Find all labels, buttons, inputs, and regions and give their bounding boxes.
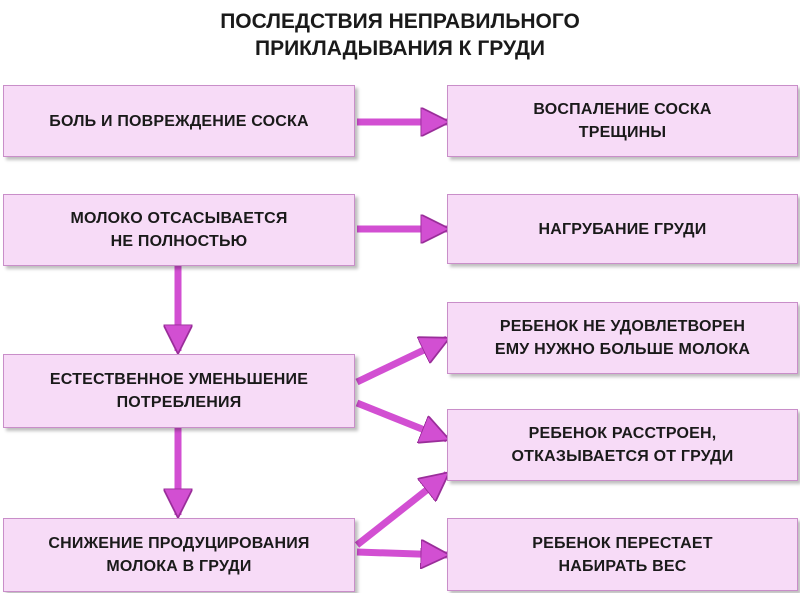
- box-text: ВОСПАЛЕНИЕ СОСКА: [533, 101, 712, 118]
- box-text: МОЛОКО ОТСАСЫВАЕТСЯ: [70, 210, 288, 227]
- box-text: РЕБЕНОК НЕ УДОВЛЕТВОРЕН: [499, 318, 746, 335]
- diagram-title: ПОСЛЕДСТВИЯ НЕПРАВИЛЬНОГО ПРИКЛАДЫВАНИЯ …: [0, 8, 800, 62]
- arrow-demand-to-upset: [355, 399, 447, 439]
- box-text: ПОТРЕБЛЕНИЯ: [116, 394, 242, 411]
- title-line-2: ПРИКЛАДЫВАНИЯ К ГРУДИ: [254, 37, 546, 60]
- box-milk-not-fully-removed: МОЛОКО ОТСАСЫВАЕТСЯ НЕ ПОЛНОСТЬЮ: [3, 194, 355, 266]
- box-text: НЕ ПОЛНОСТЬЮ: [110, 233, 248, 250]
- arrow-demand-to-unsatisfied: [355, 335, 447, 386]
- box-text: ЕМУ НУЖНО БОЛЬШЕ МОЛОКА: [494, 341, 751, 358]
- box-text: НАБИРАТЬ ВЕС: [558, 557, 687, 575]
- arrow-production-to-upset: [354, 474, 447, 548]
- box-baby-unsatisfied: РЕБЕНОК НЕ УДОВЛЕТВОРЕН ЕМУ НУЖНО БОЛЬШЕ…: [447, 302, 798, 374]
- box-baby-stops-gaining-weight: РЕБЕНОК ПЕРЕСТАЕТ НАБИРАТЬ ВЕС: [447, 518, 798, 591]
- box-text: ЕСТЕСТВЕННОЕ УМЕНЬШЕНИЕ: [49, 371, 309, 388]
- box-text: РЕБЕНОК ПЕРЕСТАЕТ: [532, 534, 713, 552]
- box-nipple-inflammation: ВОСПАЛЕНИЕ СОСКА ТРЕЩИНЫ: [447, 85, 798, 157]
- box-text: ОТКАЗЫВАЕТСЯ ОТ ГРУДИ: [511, 448, 734, 465]
- box-text: ТРЕЩИНЫ: [578, 124, 667, 141]
- box-text: НАГРУБАНИЕ ГРУДИ: [538, 220, 707, 238]
- box-text: МОЛОКА В ГРУДИ: [106, 558, 252, 575]
- box-baby-upset: РЕБЕНОК РАССТРОЕН, ОТКАЗЫВАЕТСЯ ОТ ГРУДИ: [447, 409, 798, 481]
- arrow-production-to-weight: [356, 552, 447, 555]
- box-reduced-demand: ЕСТЕСТВЕННОЕ УМЕНЬШЕНИЕ ПОТРЕБЛЕНИЯ: [3, 354, 355, 428]
- box-pain-and-nipple-damage: БОЛЬ И ПОВРЕЖДЕНИЕ СОСКА: [3, 85, 355, 157]
- box-reduced-milk-production: СНИЖЕНИЕ ПРОДУЦИРОВАНИЯ МОЛОКА В ГРУДИ: [3, 518, 355, 592]
- title-line-1: ПОСЛЕДСТВИЯ НЕПРАВИЛЬНОГО: [220, 10, 580, 33]
- box-text: БОЛЬ И ПОВРЕЖДЕНИЕ СОСКА: [49, 112, 309, 130]
- box-breast-engorgement: НАГРУБАНИЕ ГРУДИ: [447, 194, 798, 264]
- box-text: СНИЖЕНИЕ ПРОДУЦИРОВАНИЯ: [48, 535, 310, 552]
- box-text: РЕБЕНОК РАССТРОЕН,: [528, 425, 717, 442]
